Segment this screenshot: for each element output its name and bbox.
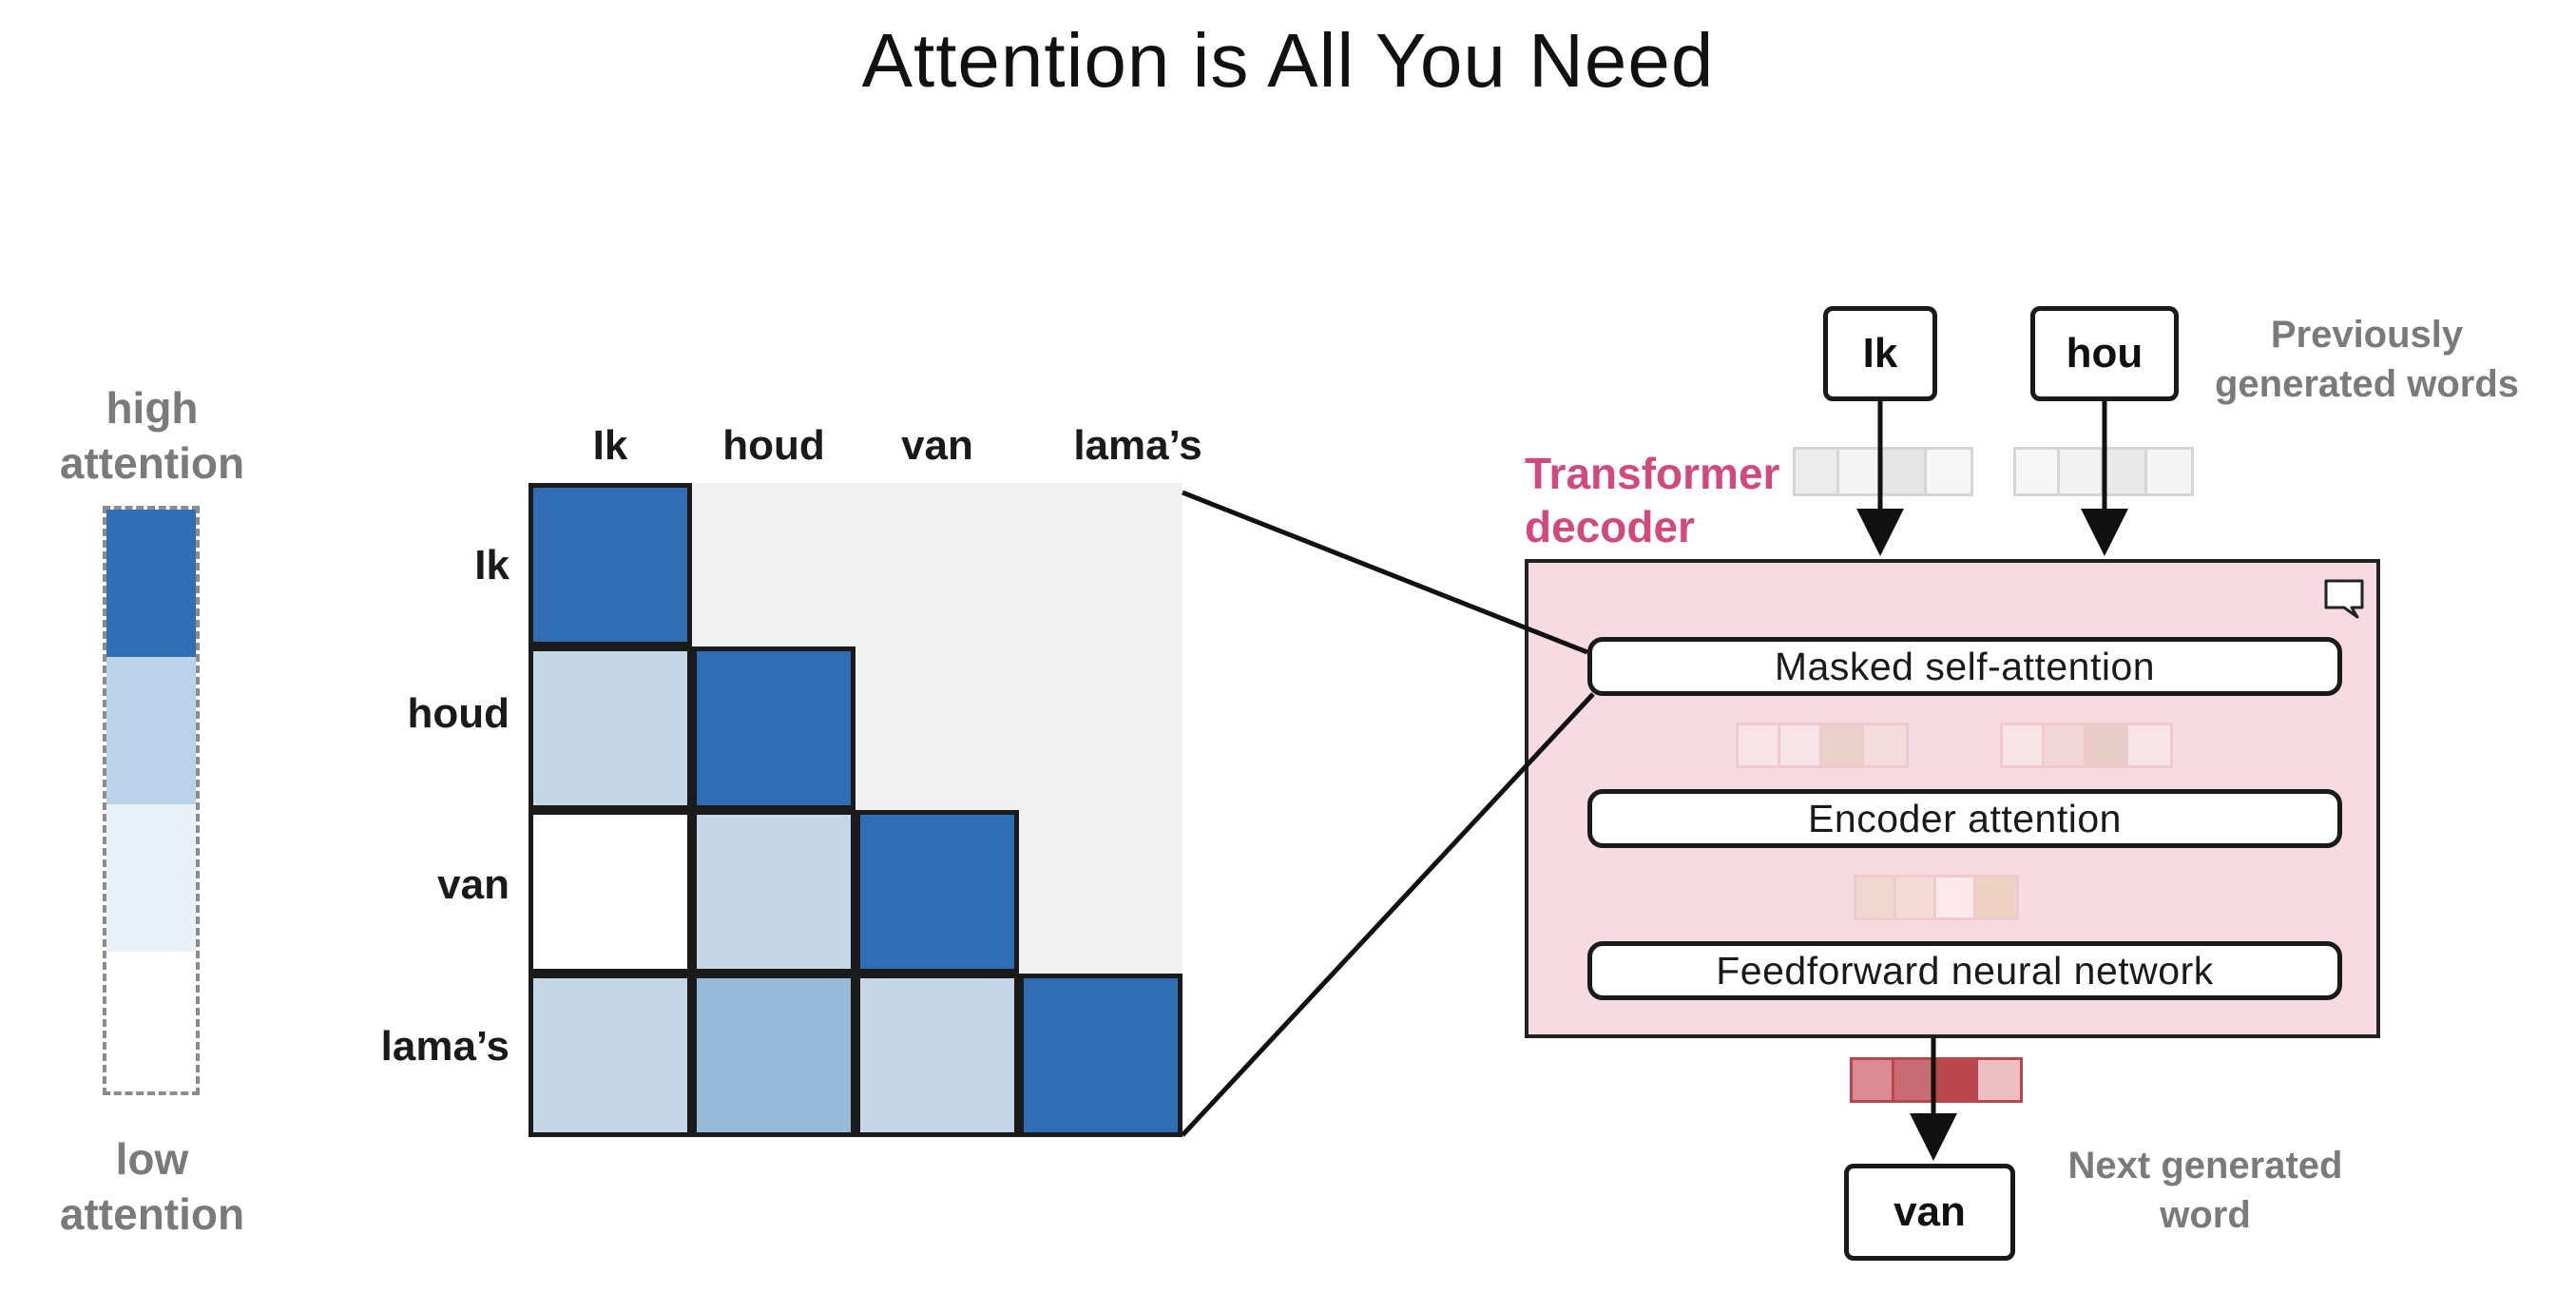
scale-level-high <box>106 510 196 657</box>
matrix-row-label: Ik <box>474 542 509 588</box>
attention-cell <box>529 974 692 1137</box>
input-word-box: Ik <box>1823 306 1937 401</box>
input-embedding-vector <box>1793 447 1973 496</box>
attention-cell <box>529 646 692 810</box>
zoom-line-top <box>1182 490 1588 655</box>
attention-scale-bar <box>103 506 200 1095</box>
matrix-col-label: houd <box>722 422 825 469</box>
previous-words-line2: generated words <box>2214 363 2520 405</box>
page-title: Attention is All You Need <box>861 18 1715 103</box>
hidden-vector <box>1854 875 2019 920</box>
output-vector <box>1850 1057 2023 1103</box>
attention-cell <box>692 646 855 810</box>
attention-cell <box>692 810 855 974</box>
masked-self-attention-layer: Masked self-attention <box>1587 637 2342 696</box>
hidden-vector <box>2000 723 2173 768</box>
encoder-attention-layer: Encoder attention <box>1587 789 2342 848</box>
next-word-line2: word <box>2160 1194 2251 1236</box>
high-attention-label: high attention <box>29 380 276 491</box>
decoder-label-line2: decoder <box>1525 502 1695 551</box>
transformer-decoder-label: Transformer decoder <box>1525 447 1810 553</box>
attention-cell <box>529 810 692 974</box>
high-label-line1: high <box>106 383 199 433</box>
decoder-label-line1: Transformer <box>1525 449 1780 498</box>
scale-level-medium <box>106 657 196 804</box>
low-label-line2: attention <box>59 1189 245 1239</box>
low-attention-label: low attention <box>29 1131 276 1242</box>
attention-cell <box>855 810 1019 974</box>
low-label-line1: low <box>115 1134 189 1184</box>
scale-level-none <box>106 952 196 1091</box>
matrix-col-label: Ik <box>592 422 628 469</box>
attention-cell <box>1019 974 1182 1137</box>
attention-matrix <box>529 483 1182 1137</box>
matrix-row-label: lama’s <box>380 1023 509 1070</box>
high-label-line2: attention <box>59 438 245 488</box>
previous-words-note: Previously generated words <box>2196 310 2538 409</box>
output-word-box: van <box>1844 1164 2015 1261</box>
matrix-row-label: houd <box>407 690 509 737</box>
next-word-line1: Next generated <box>2067 1145 2343 1187</box>
attention-cell <box>529 483 692 646</box>
attention-cell <box>855 974 1019 1137</box>
matrix-col-label: lama’s <box>1073 422 1202 469</box>
input-word-box: hou <box>2030 306 2179 401</box>
hidden-vector <box>1736 723 1909 768</box>
feedforward-layer: Feedforward neural network <box>1587 941 2342 1000</box>
next-word-note: Next generated word <box>2053 1141 2357 1240</box>
matrix-row-label: van <box>437 861 509 908</box>
attention-cell <box>692 974 855 1137</box>
comment-icon[interactable] <box>2323 578 2365 620</box>
scale-level-low <box>106 804 196 952</box>
previous-words-line1: Previously <box>2270 314 2464 356</box>
zoom-line-bottom <box>1181 692 1595 1137</box>
matrix-col-label: van <box>901 422 973 469</box>
